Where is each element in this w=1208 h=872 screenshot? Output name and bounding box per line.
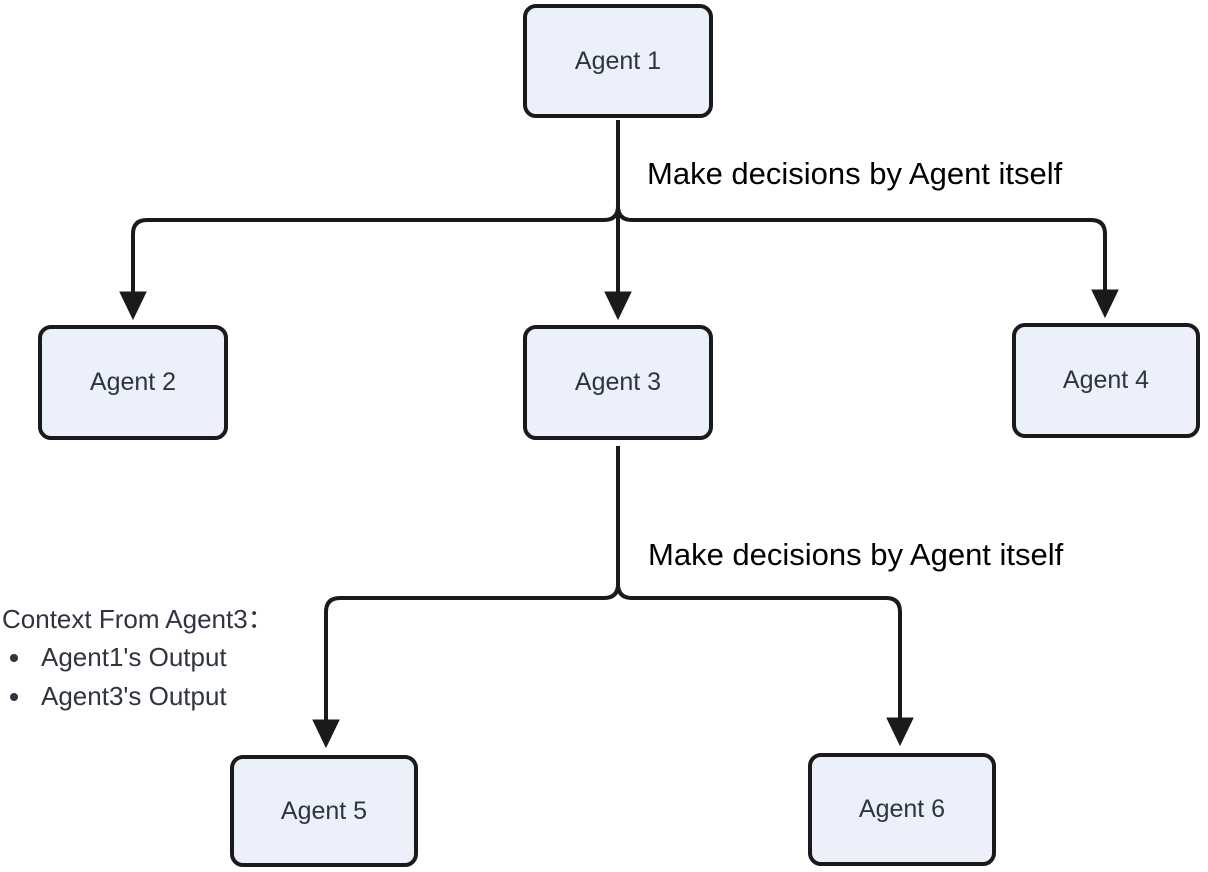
- node-agent-5: Agent 5: [230, 755, 418, 867]
- node-label: Agent 4: [1062, 366, 1150, 394]
- node-agent-3: Agent 3: [523, 325, 713, 440]
- edge-label-bottom: Make decisions by Agent itself: [648, 537, 1064, 572]
- context-note: Context From Agent3： Agent1's Output Age…: [2, 600, 274, 716]
- node-agent-4: Agent 4: [1012, 323, 1200, 438]
- node-label: Agent 6: [858, 795, 946, 823]
- arrowhead-icon: [604, 291, 632, 321]
- node-agent-1: Agent 1: [523, 4, 713, 118]
- node-label: Agent 5: [280, 796, 368, 825]
- node-label: Agent 3: [574, 368, 662, 396]
- arrowhead-icon: [312, 719, 340, 749]
- context-note-title: Context From Agent3：: [2, 604, 274, 634]
- arrowhead-icon: [119, 291, 147, 321]
- context-note-item: Agent1's Output: [33, 638, 274, 677]
- edge-label-top: Make decisions by Agent itself: [647, 156, 1063, 191]
- node-label: Agent 2: [89, 368, 177, 396]
- arrowhead-icon: [1091, 289, 1119, 319]
- edge-agent1-agent2: [119, 120, 620, 321]
- context-note-item: Agent3's Output: [33, 677, 274, 716]
- node-agent-2: Agent 2: [38, 325, 228, 440]
- node-label: Agent 1: [574, 46, 662, 75]
- edge-line: [616, 120, 1107, 291]
- edge-agent3-agent5: [312, 446, 620, 749]
- context-note-list: Agent1's Output Agent3's Output: [2, 638, 274, 716]
- edge-line: [616, 446, 902, 719]
- arrowhead-icon: [886, 717, 914, 747]
- edge-line: [131, 120, 620, 293]
- edge-line: [324, 446, 620, 721]
- edge-agent3-agent6: [616, 446, 914, 747]
- edge-agent1-agent4: [616, 120, 1119, 319]
- node-agent-6: Agent 6: [808, 753, 996, 866]
